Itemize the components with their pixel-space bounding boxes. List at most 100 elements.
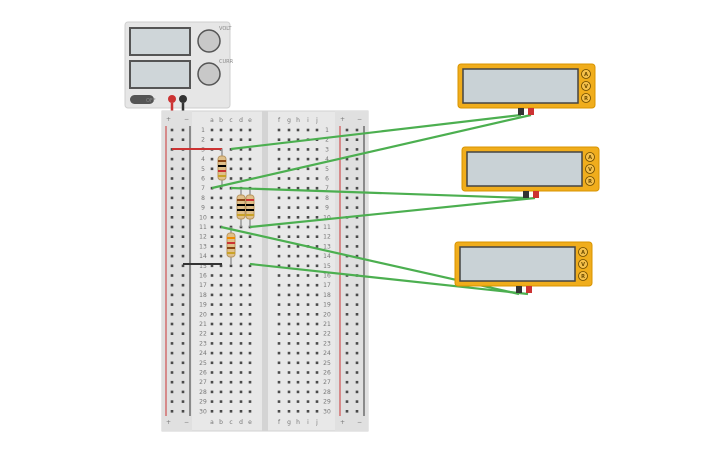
rail-hole[interactable] — [355, 332, 359, 335]
breadboard-hole[interactable] — [315, 177, 319, 180]
rail-hole[interactable] — [355, 342, 359, 345]
rail-hole[interactable] — [345, 235, 349, 238]
breadboard-hole[interactable] — [287, 216, 291, 219]
breadboard-hole[interactable] — [210, 128, 214, 132]
negative-terminal[interactable] — [179, 95, 187, 103]
rail-hole[interactable] — [355, 225, 359, 229]
breadboard-hole[interactable] — [296, 410, 300, 413]
breadboard-hole[interactable] — [277, 138, 281, 141]
breadboard-hole[interactable] — [315, 322, 319, 326]
breadboard-hole[interactable] — [210, 177, 214, 180]
breadboard-hole[interactable] — [248, 361, 252, 365]
breadboard-hole[interactable] — [315, 128, 319, 132]
breadboard-hole[interactable] — [248, 371, 252, 374]
breadboard-hole[interactable] — [229, 410, 233, 413]
rail-hole[interactable] — [170, 177, 174, 180]
current-knob[interactable] — [197, 62, 221, 86]
breadboard-hole[interactable] — [277, 351, 281, 355]
breadboard-hole[interactable] — [306, 361, 310, 365]
rail-hole[interactable] — [345, 225, 349, 229]
rail-hole[interactable] — [181, 216, 185, 219]
breadboard-hole[interactable] — [239, 332, 243, 335]
breadboard-hole[interactable] — [229, 361, 233, 365]
breadboard-hole[interactable] — [248, 380, 252, 384]
breadboard-hole[interactable] — [287, 283, 291, 287]
breadboard-hole[interactable] — [296, 400, 300, 403]
breadboard-hole[interactable] — [287, 361, 291, 365]
breadboard-hole[interactable] — [315, 254, 319, 258]
breadboard-hole[interactable] — [210, 332, 214, 335]
breadboard-hole[interactable] — [239, 293, 243, 297]
breadboard-hole[interactable] — [306, 322, 310, 326]
rail-hole[interactable] — [181, 196, 185, 200]
breadboard-hole[interactable] — [229, 177, 233, 180]
breadboard-hole[interactable] — [277, 254, 281, 258]
rail-hole[interactable] — [170, 157, 174, 161]
rail-hole[interactable] — [181, 322, 185, 326]
breadboard-hole[interactable] — [287, 206, 291, 209]
breadboard-hole[interactable] — [210, 245, 214, 248]
breadboard-hole[interactable] — [306, 293, 310, 297]
rail-hole[interactable] — [181, 167, 185, 171]
breadboard-hole[interactable] — [210, 390, 214, 394]
breadboard-hole[interactable] — [315, 410, 319, 413]
breadboard-hole[interactable] — [287, 186, 291, 190]
breadboard-hole[interactable] — [306, 410, 310, 413]
rail-hole[interactable] — [181, 186, 185, 190]
rail-hole[interactable] — [170, 128, 174, 132]
breadboard-hole[interactable] — [306, 342, 310, 345]
breadboard-hole[interactable] — [210, 157, 214, 161]
breadboard-hole[interactable] — [306, 254, 310, 258]
breadboard-hole[interactable] — [219, 400, 223, 403]
breadboard-hole[interactable] — [287, 225, 291, 229]
breadboard-hole[interactable] — [296, 196, 300, 200]
breadboard-hole[interactable] — [277, 400, 281, 403]
resistor-r4[interactable] — [226, 227, 236, 264]
breadboard-hole[interactable] — [306, 157, 310, 161]
meter-2-ammeter-button[interactable] — [585, 152, 595, 162]
voltage-knob[interactable] — [197, 29, 221, 53]
breadboard-hole[interactable] — [239, 361, 243, 365]
breadboard-hole[interactable] — [210, 274, 214, 277]
breadboard-hole[interactable] — [306, 283, 310, 287]
breadboard-hole[interactable] — [210, 313, 214, 316]
rail-hole[interactable] — [345, 351, 349, 355]
breadboard-hole[interactable] — [219, 293, 223, 297]
breadboard-hole[interactable] — [306, 313, 310, 316]
breadboard-hole[interactable] — [296, 148, 300, 151]
breadboard-hole[interactable] — [287, 313, 291, 316]
rail-hole[interactable] — [345, 128, 349, 132]
meter-2-ohmmeter-button[interactable] — [585, 176, 595, 186]
rail-hole[interactable] — [181, 332, 185, 335]
breadboard-hole[interactable] — [306, 128, 310, 132]
breadboard-hole[interactable] — [277, 274, 281, 277]
rail-hole[interactable] — [355, 186, 359, 190]
breadboard-hole[interactable] — [277, 410, 281, 413]
breadboard-hole[interactable] — [248, 128, 252, 132]
meter-1-ohmmeter-button[interactable] — [581, 93, 591, 103]
rail-hole[interactable] — [355, 380, 359, 384]
breadboard-hole[interactable] — [287, 410, 291, 413]
breadboard-hole[interactable] — [229, 167, 233, 171]
breadboard-hole[interactable] — [229, 216, 233, 219]
breadboard-hole[interactable] — [239, 400, 243, 403]
breadboard-hole[interactable] — [248, 400, 252, 403]
positive-terminal[interactable] — [168, 95, 176, 103]
rail-hole[interactable] — [181, 206, 185, 209]
breadboard-hole[interactable] — [229, 322, 233, 326]
rail-hole[interactable] — [170, 167, 174, 171]
breadboard-hole[interactable] — [315, 371, 319, 374]
breadboard-hole[interactable] — [296, 322, 300, 326]
rail-hole[interactable] — [345, 264, 349, 268]
rail-hole[interactable] — [181, 371, 185, 374]
multimeter-1[interactable]: A V R — [457, 63, 596, 115]
rail-hole[interactable] — [181, 342, 185, 345]
rail-hole[interactable] — [181, 293, 185, 297]
breadboard-hole[interactable] — [210, 196, 214, 200]
rail-hole[interactable] — [355, 196, 359, 200]
rail-hole[interactable] — [355, 167, 359, 171]
breadboard-hole[interactable] — [239, 138, 243, 141]
rail-hole[interactable] — [170, 254, 174, 258]
multimeter-2[interactable]: A V R — [461, 146, 600, 198]
